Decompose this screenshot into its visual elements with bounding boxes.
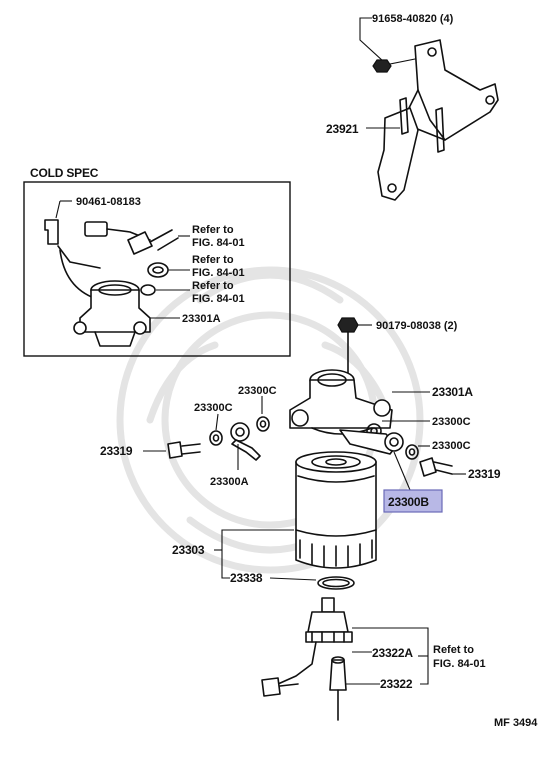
label-23301a: 23301A: [432, 385, 473, 399]
label-23300a: 23300A: [210, 476, 249, 488]
label-23300b: 23300B: [388, 495, 429, 509]
bracket-23921: 91658-40820 (4) 23921: [326, 13, 499, 201]
connector: [84, 221, 108, 237]
cold-refer-1b: FIG. 84-01: [192, 237, 245, 249]
label-refet-b: FIG. 84-01: [433, 658, 486, 670]
cold-refer-3a: Refer to: [192, 280, 234, 292]
o-ring: [147, 262, 169, 278]
label-23319-right: 23319: [468, 467, 501, 481]
cold-part-23301a: 23301A: [182, 313, 221, 325]
label-23319-left: 23319: [100, 444, 133, 458]
label-refet-a: Refet to: [433, 644, 474, 656]
banjo-fitting-right: 23300C 23300C 23319 23300B: [339, 416, 501, 513]
label-23338: 23338: [230, 571, 263, 585]
label-23300c-b: 23300C: [194, 402, 233, 414]
label-23921: 23921: [326, 122, 359, 136]
cold-spec-part-90461: 90461-08183: [76, 196, 141, 208]
nut: [372, 59, 392, 73]
label-23300c-a: 23300C: [238, 385, 277, 397]
cold-refer-3b: FIG. 84-01: [192, 293, 245, 305]
highlight-box: [383, 489, 443, 513]
bolt-head: [337, 317, 359, 333]
cold-spec-title: COLD SPEC: [30, 166, 99, 180]
label-90179: 90179-08038 (2): [376, 320, 458, 332]
label-23303: 23303: [172, 543, 205, 557]
cold-refer-1a: Refer to: [192, 224, 234, 236]
label-23322a: 23322A: [372, 646, 413, 660]
label-23300c-d: 23300C: [432, 440, 471, 452]
clip-bracket: [44, 219, 59, 245]
cold-refer-2a: Refer to: [192, 254, 234, 266]
water-sensor-23322: 23322A 23322 Refet to FIG. 84-01: [261, 597, 486, 721]
label-23300c-c: 23300C: [432, 416, 471, 428]
filter-head-23301a: 90179-08038 (2) 23301A: [289, 317, 474, 435]
cold-spec-panel: COLD SPEC 90461-08183 Refer to FIG. 84-0…: [23, 166, 291, 357]
filter-cartridge-23303: 23303 23338: [172, 451, 377, 590]
label-91658: 91658-40820 (4): [372, 13, 454, 25]
heater-sleeve: [127, 231, 153, 255]
cold-refer-2b: FIG. 84-01: [192, 267, 245, 279]
cold-filter-head: [73, 280, 151, 347]
label-23322: 23322: [380, 677, 413, 691]
figure-code: MF 3494: [494, 717, 538, 729]
banjo-fitting-left: 23300C 23300C 23300A 23319: [100, 385, 277, 488]
